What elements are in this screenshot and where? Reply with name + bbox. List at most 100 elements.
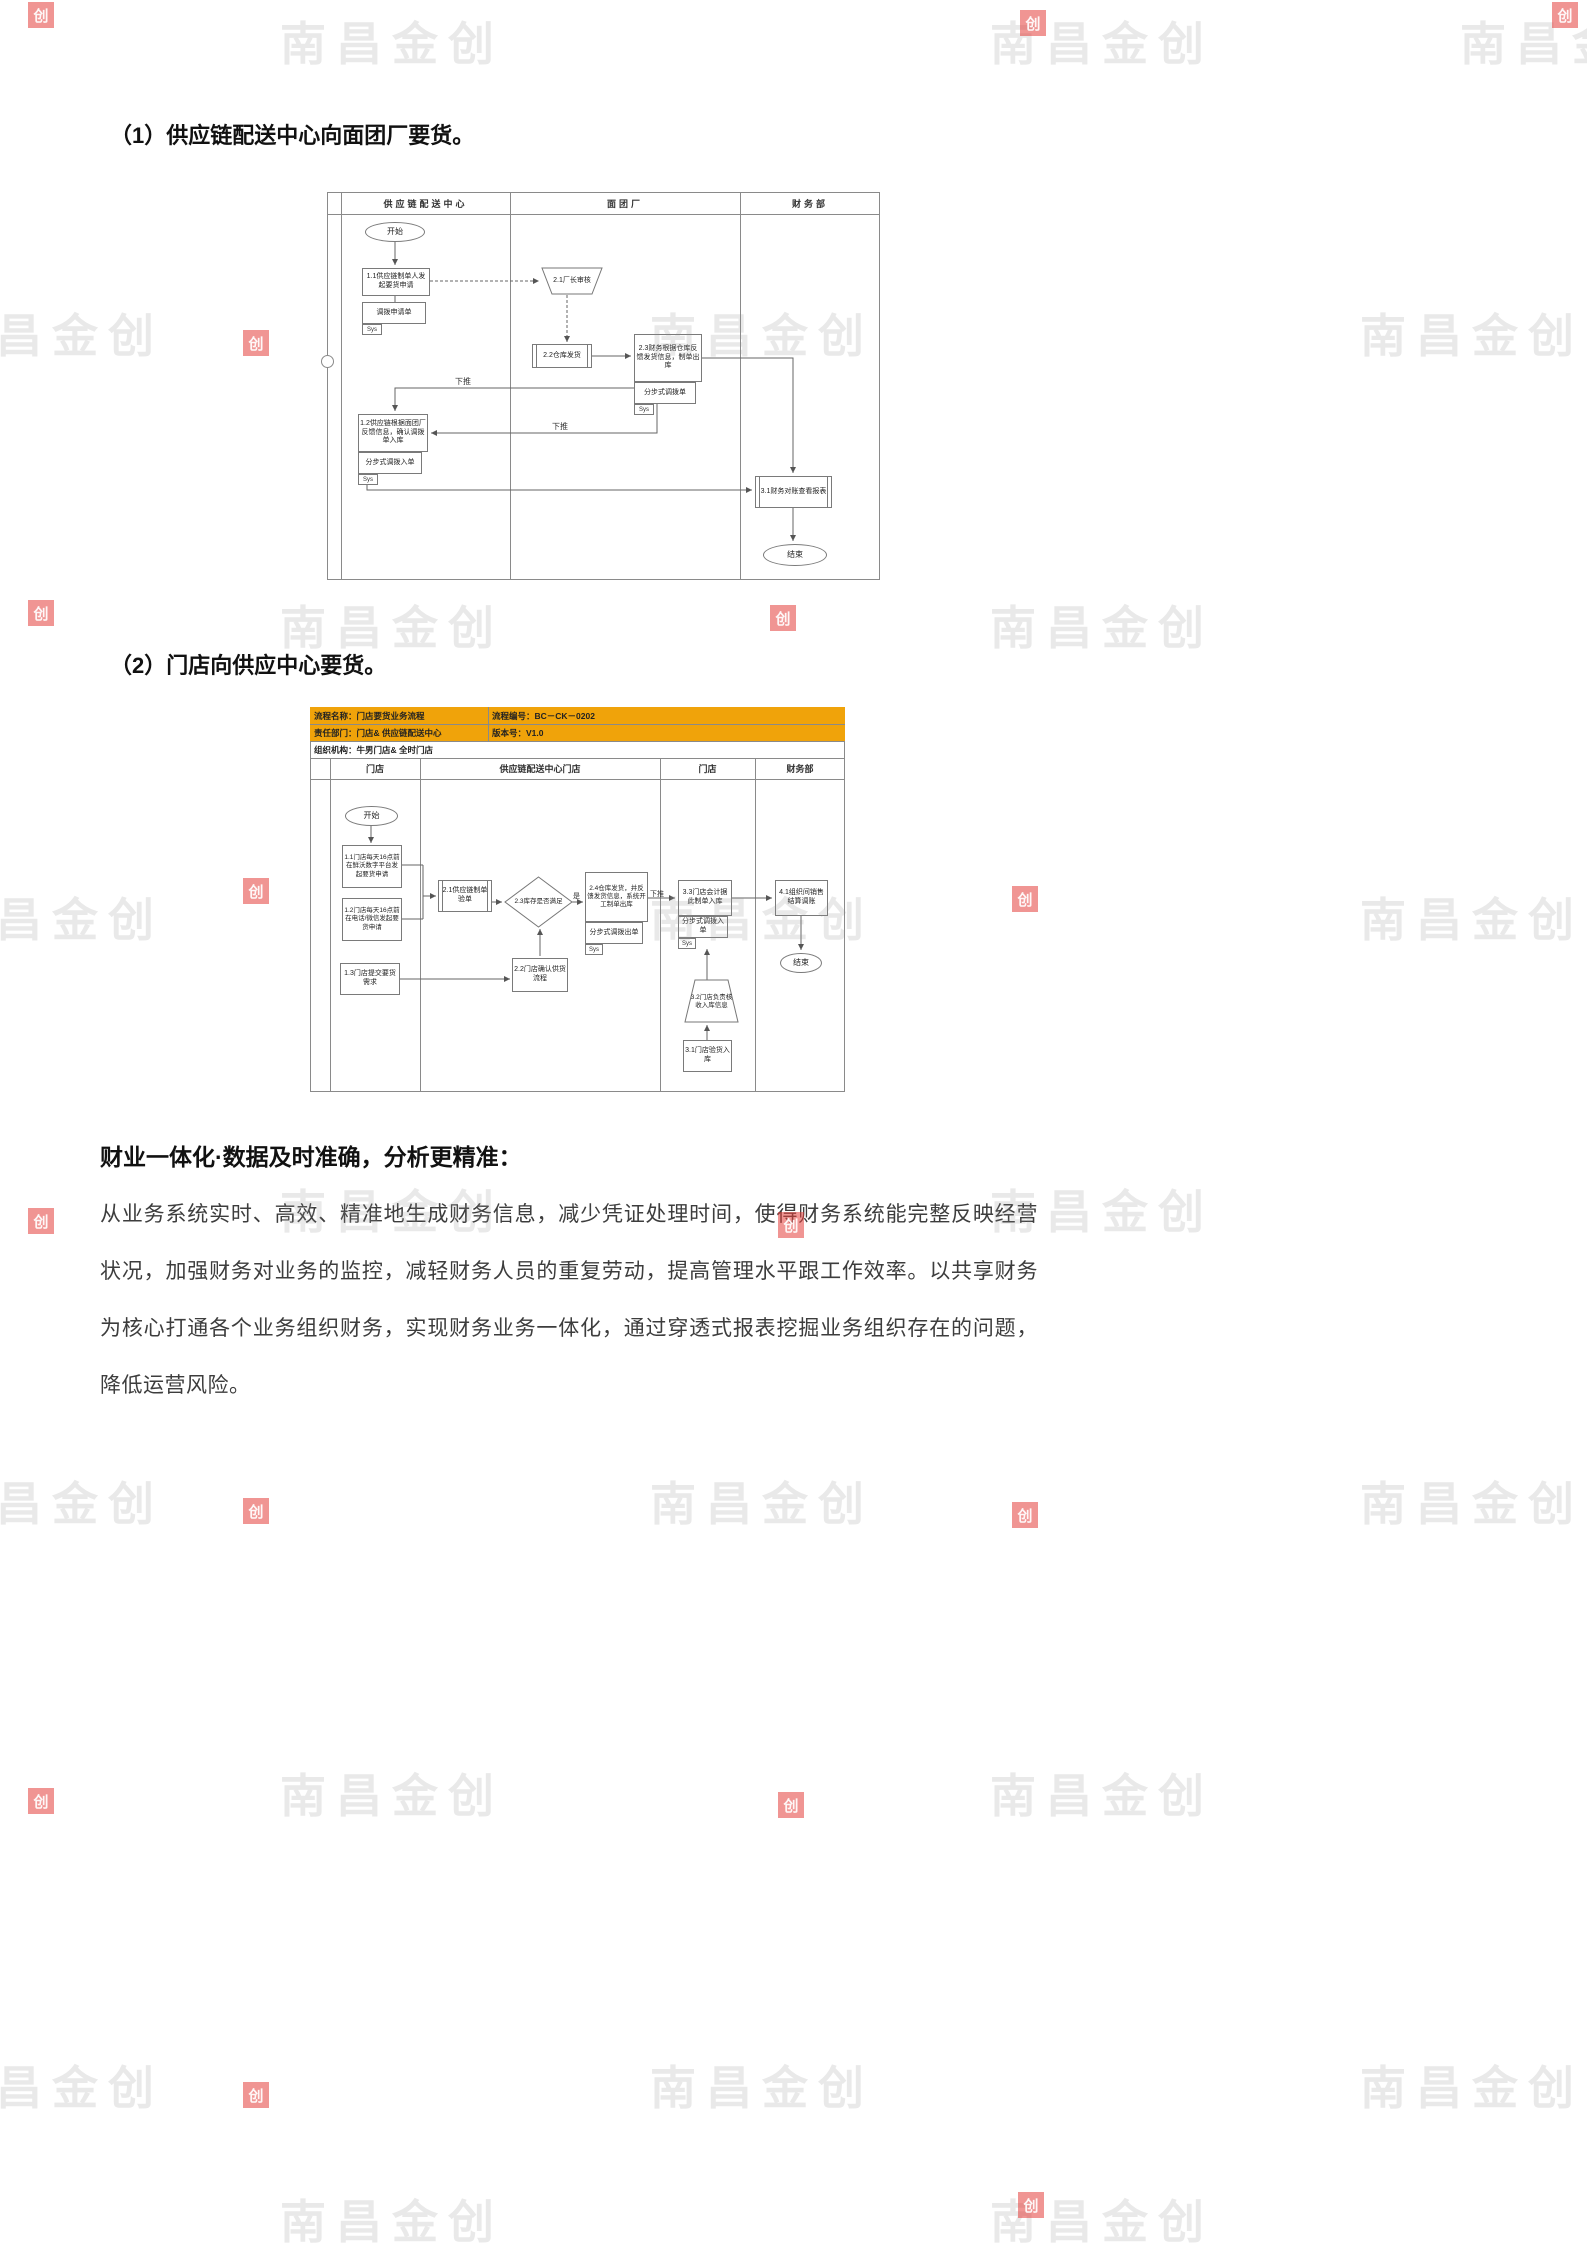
page-connector-icon [321,355,334,368]
process-name-cell: 流程名称：门店要货业务流程 [310,707,488,724]
watermark-text: 南昌金创 [990,1770,1214,1822]
watermark-logo-icon: 创 [28,600,54,626]
end-node: 结束 [763,544,827,566]
watermark-logo-icon: 创 [778,1792,804,1818]
document-shape: 分步式调拨单 [634,382,696,404]
edge-label-push: 下推 [650,891,664,898]
watermark-text: 南昌金创 [0,894,164,946]
lane-header-finance: 财务部 [786,764,814,774]
document-shape: 分步式调拨入单 [678,916,728,938]
lane-header-store: 门店 [365,764,384,774]
watermark-logo-icon: 创 [243,2082,269,2108]
flowchart1-edges [366,242,796,541]
lane-header-store: 门店 [698,764,717,774]
lane-divider [740,192,741,580]
watermark-text: 南昌金创 [280,1770,504,1822]
watermark-logo-icon: 创 [1552,2,1578,28]
lane-header-factory: 面团厂 [606,198,643,209]
section1-heading: （1）供应链配送中心向面团厂要货。 [110,123,475,148]
lane-strip-divider [341,192,342,580]
watermark-text: 南昌金创 [1360,2062,1584,2114]
lane-divider [660,758,661,1092]
edge-label-yes: 是 [573,893,580,900]
lane-divider [420,758,421,1092]
watermark-logo-icon: 创 [28,1788,54,1814]
watermark-text: 南昌金创 [1360,894,1584,946]
table-column-divider [488,707,489,741]
organization-cell: 组织机构：牛男门店& 全时门店 [314,744,434,755]
trapezoid-receive-shape [684,979,739,1023]
process-node: 2.3财务根据仓库反馈发货信息，制单出库 [634,334,702,382]
predefined-process-node: 3.1财务对账查看报表 [755,476,832,508]
watermark-text: 南昌金创 [650,2062,874,2114]
trapezoid-review-label: 2.1厂长审核 [553,276,591,284]
lane-header-supply-center: 供应链配送中心 [383,198,468,209]
watermark-text: 南昌金创 [280,18,504,70]
watermark-logo-icon: 创 [1012,886,1038,912]
document-shape: 分步式调拨出单 [585,922,643,944]
watermark-text: 南昌金创 [1360,310,1584,362]
end-node: 结束 [780,953,822,973]
lane-strip-divider [330,758,331,1092]
predefined-process-node: 2.2仓库发货 [532,344,592,368]
process-node: 2.4仓库发货，并反馈发货信息，系统开工制单出库 [585,872,648,922]
document-shape: 分步式调拨入单 [358,452,422,474]
flowchart-supply-center-to-factory: 供应链配送中心 面团厂 财务部 开始 1.1供应链制单人发起要货申请 调拨申请单… [321,192,880,580]
process-code-cell: 流程编号：BC－CK－0202 [488,707,845,724]
watermark-logo-icon: 创 [28,2,54,28]
watermark-logo-icon: 创 [1012,1502,1038,1528]
flowchart2-edges [368,826,804,1040]
watermark-logo-icon: 创 [28,1208,54,1234]
process-node: 1.2门店每天16点前在电话/微信发起要货申请 [342,898,402,941]
table-divider [310,741,845,742]
section2-heading: （2）门店向供应中心要货。 [110,653,387,678]
watermark-text: 南昌金创 [0,310,164,362]
responsible-dept-cell: 责任部门：门店& 供应链配送中心 [310,724,488,741]
watermark-logo-icon: 创 [243,878,269,904]
predefined-process-node: 2.1供应链制单验单 [438,880,492,912]
sys-tag: Sys [678,938,696,949]
decision-diamond-label: 2.3库存是否满足 [514,897,563,905]
lane-header-divider [327,214,880,215]
decision-diamond-shape [504,876,573,928]
table-divider [310,724,845,725]
process-node: 1.2供应链根据面团厂反馈信息，确认调拨单入库 [358,414,428,452]
start-node: 开始 [365,222,425,242]
process-node: 3.1门店验货入库 [683,1040,732,1072]
edge-label-push: 下推 [552,422,568,431]
sys-tag: Sys [634,404,654,415]
process-node: 1.1供应链制单人发起要货申请 [362,268,430,296]
trapezoid-receive-label: 3.2门店负责核收入库信息 [690,993,733,1009]
lane-header-supply-center-store: 供应链配送中心门店 [499,764,581,774]
process-node: 3.3门店会计据此制单入库 [678,880,732,916]
watermark-text: 南昌金创 [990,2196,1214,2245]
lane-divider [755,758,756,1092]
watermark-text: 南昌金创 [280,2196,504,2245]
trapezoid-review-shape [541,267,603,295]
version-cell: 版本号：V1.0 [488,724,845,741]
table-divider [310,758,845,759]
lane-header-divider [310,779,845,780]
document-shape: 调拨申请单 [362,302,426,324]
lane-header-finance: 财务部 [791,198,828,209]
section3-heading: 财业一体化·数据及时准确，分析更精准： [100,1144,522,1170]
watermark-logo-icon: 创 [243,330,269,356]
watermark-logo-icon: 创 [770,605,796,631]
start-node: 开始 [345,806,398,826]
watermark-logo-icon: 创 [1018,2192,1044,2218]
watermark-text: 南昌金创 [0,1478,164,1530]
flowchart1-border [327,192,880,580]
watermark-text: 南昌金创 [990,602,1214,654]
sys-tag: Sys [362,324,382,335]
watermark-text: 南昌金创 [650,1478,874,1530]
watermark-text: 南昌金创 [990,18,1214,70]
process-node: 4.1组织间销售结算调账 [775,880,828,916]
process-node: 2.2门店确认供货流程 [512,958,568,992]
body-paragraph: 从业务系统实时、高效、精准地生成财务信息，减少凭证处理时间，使得财务系统能完整反… [100,1203,1038,1397]
sys-tag: Sys [585,944,603,955]
watermark-text: 南昌金创 [0,2062,164,2114]
watermark-logo-icon: 创 [243,1498,269,1524]
lane-divider [510,192,511,580]
flowchart-store-to-supply-center: 流程名称：门店要货业务流程 流程编号：BC－CK－0202 责任部门：门店& 供… [310,707,845,1092]
watermark-text: 南昌金创 [1360,1478,1584,1530]
